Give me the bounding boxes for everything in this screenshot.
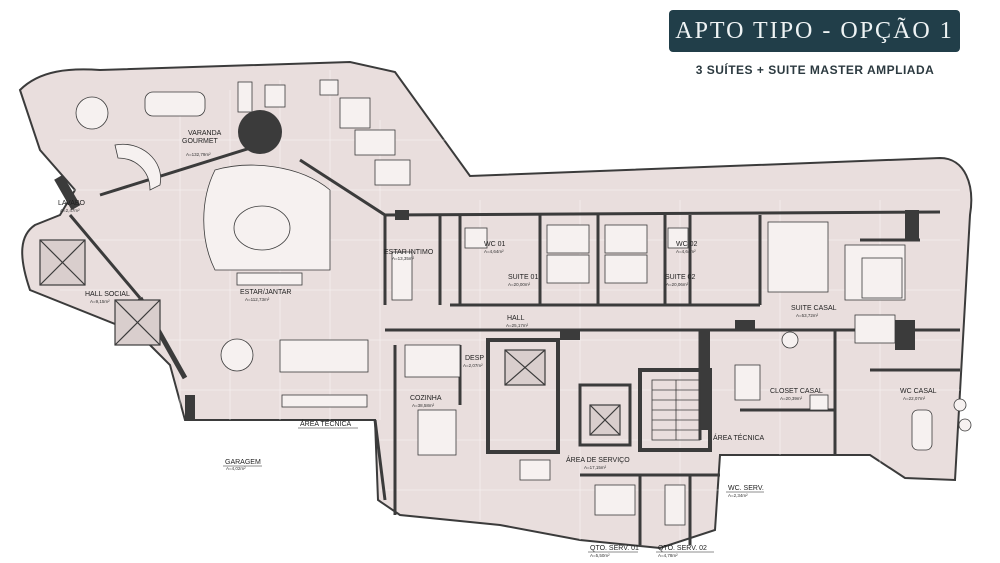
room-name: CLOSET CASAL [770, 388, 823, 395]
label-qto-serv-02: QTO. SERV. 02A=4,78m² [658, 545, 707, 558]
room-area: A=20,39m² [780, 396, 803, 401]
room-area: A=53,72m² [796, 313, 819, 318]
room-area: A=112,73m² [245, 297, 270, 302]
label-area-tecnica-2: ÁREA TÉCNICA [713, 433, 765, 442]
room-name: WC 01 [484, 241, 506, 248]
room-area: A=4,02m² [226, 466, 246, 471]
room-name: COZINHA [410, 395, 442, 402]
furniture [75, 79, 972, 526]
room-area: A=2,07m² [463, 363, 483, 368]
label-wc01: WC 01A=4,64m² [484, 241, 506, 254]
room-area: A=132,79m² [186, 152, 211, 157]
room-area: A=9,15m² [90, 299, 110, 304]
plan-subtitle: 3 SUÍTES + SUITE MASTER AMPLIADA [695, 63, 935, 77]
label-suite02: SUITE 02A=20,06m² [665, 274, 695, 287]
room-name: QTO. SERV. 01 [590, 545, 639, 552]
room-name: WC. SERV. [728, 485, 764, 492]
room-name: ÁREA DE SERVIÇO [566, 455, 630, 464]
room-area: A=38,58m² [412, 403, 435, 408]
plan-title-badge: APTO TIPO - OPÇÃO 1 [669, 10, 960, 52]
room-name: WC 02 [676, 241, 698, 248]
room-area: A=13,35m² [392, 256, 415, 261]
room-name: SUITE CASAL [791, 305, 837, 312]
room-area: A=2,47m² [60, 208, 80, 213]
room-area: A=25,17m² [506, 323, 529, 328]
room-area: A=20,00m² [508, 282, 531, 287]
room-name: ESTAR INTIMO [384, 249, 434, 256]
label-suite01: SUITE 01A=20,00m² [508, 274, 538, 287]
room-name: ÁREA TÉCNICA [713, 433, 765, 442]
room-area: A=5,50m² [590, 553, 610, 558]
room-area: A=22,07m² [903, 396, 926, 401]
plan-title: APTO TIPO - OPÇÃO 1 [675, 17, 954, 44]
room-name: ESTAR/JANTAR [240, 289, 291, 296]
label-area-tecnica-1: ÁREA TÉCNICA [300, 419, 352, 428]
label-underlines [223, 427, 764, 553]
room-name: QTO. SERV. 02 [658, 545, 707, 552]
room-area: A=2,34m² [728, 493, 748, 498]
stair [651, 379, 701, 441]
elevator-shafts [39, 239, 621, 436]
room-name: GARAGEM [225, 459, 261, 466]
room-area: A=4,64m² [484, 249, 504, 254]
label-wc-serv: WC. SERV.A=2,34m² [728, 485, 764, 498]
room-area: A=4,78m² [658, 553, 678, 558]
room-area: A=4,64m² [676, 249, 696, 254]
room-area: A=17,15m² [584, 465, 607, 470]
room-area: A=20,06m² [666, 282, 689, 287]
room-name: DESP [465, 355, 484, 362]
room-name: HALL [507, 315, 525, 322]
room-name: HALL SOCIAL [85, 291, 130, 298]
room-name: SUITE 02 [665, 274, 695, 281]
room-name: LAVABO [58, 200, 86, 207]
label-qto-serv-01: QTO. SERV. 01A=5,50m² [590, 545, 639, 558]
room-name: ÁREA TÉCNICA [300, 419, 352, 428]
room-name: SUITE 01 [508, 274, 538, 281]
room-name: WC CASAL [900, 388, 937, 395]
structural-columns [54, 110, 919, 430]
label-wc02: WC 02A=4,64m² [676, 241, 698, 254]
